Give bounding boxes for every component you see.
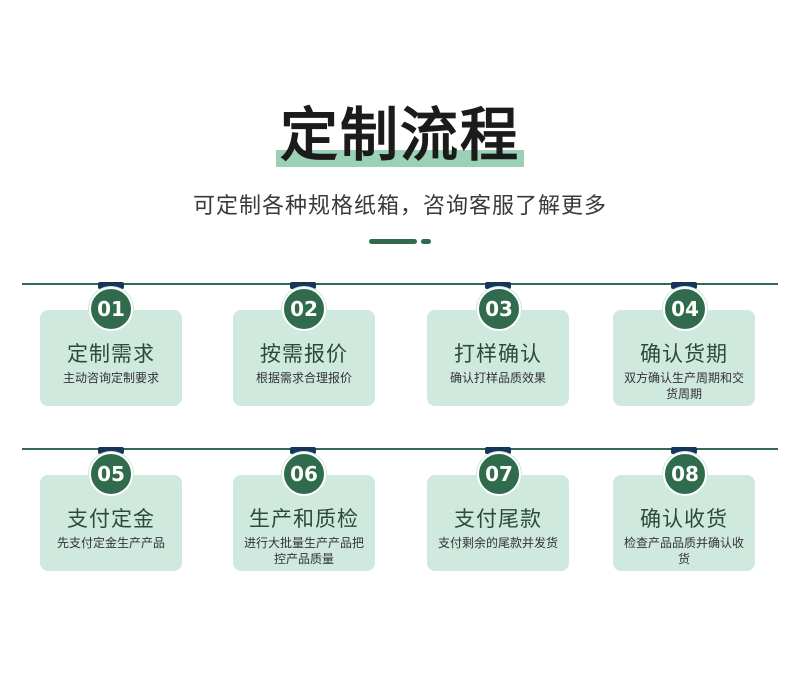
page-title: 定制流程 [279, 101, 520, 169]
step-title: 生产和质检 [249, 507, 359, 531]
title-block: 定制流程 [0, 100, 800, 170]
step-title: 确认货期 [640, 342, 728, 366]
step-number-badge: 08 [663, 452, 707, 496]
clip-icon [671, 447, 697, 454]
step-description: 支付剩余的尾款并发货 [437, 536, 558, 550]
clip-icon [485, 282, 511, 289]
step-title: 确认收货 [640, 507, 728, 531]
row-line-2 [22, 448, 778, 450]
step-description: 双方确认生产周期和交货周期 [623, 371, 744, 401]
step-number-badge: 05 [89, 452, 133, 496]
step-title: 打样确认 [454, 342, 542, 366]
title-highlight-bar [276, 150, 524, 167]
step-number-badge: 02 [282, 287, 326, 331]
step-card: 确认收货 检查产品品质并确认收货 [613, 475, 755, 571]
divider-short [421, 239, 431, 244]
step-description: 检查产品品质并确认收货 [623, 536, 744, 566]
step-title: 按需报价 [260, 342, 348, 366]
page-subtitle: 可定制各种规格纸箱，咨询客服了解更多 [192, 194, 607, 219]
step-description: 主动咨询定制要求 [62, 371, 159, 385]
clip-icon [671, 282, 697, 289]
step-card: 打样确认 确认打样品质效果 [427, 310, 569, 406]
step-number-badge: 04 [663, 287, 707, 331]
step-number-badge: 06 [282, 452, 326, 496]
step-number-badge: 07 [477, 452, 521, 496]
step-description: 根据需求合理报价 [255, 371, 352, 385]
step-title: 支付定金 [67, 507, 155, 531]
step-number-badge: 03 [477, 287, 521, 331]
row-line-1 [22, 283, 778, 285]
divider-long [369, 239, 417, 244]
step-description: 先支付定金生产产品 [56, 536, 165, 550]
step-description: 确认打样品质效果 [449, 371, 546, 385]
step-title: 定制需求 [67, 342, 155, 366]
clip-icon [485, 447, 511, 454]
clip-icon [98, 282, 124, 289]
clip-icon [98, 447, 124, 454]
clip-icon [290, 282, 316, 289]
step-number-badge: 01 [89, 287, 133, 331]
step-description: 进行大批量生产产品把控产品质量 [243, 536, 364, 566]
clip-icon [290, 447, 316, 454]
step-title: 支付尾款 [454, 507, 542, 531]
